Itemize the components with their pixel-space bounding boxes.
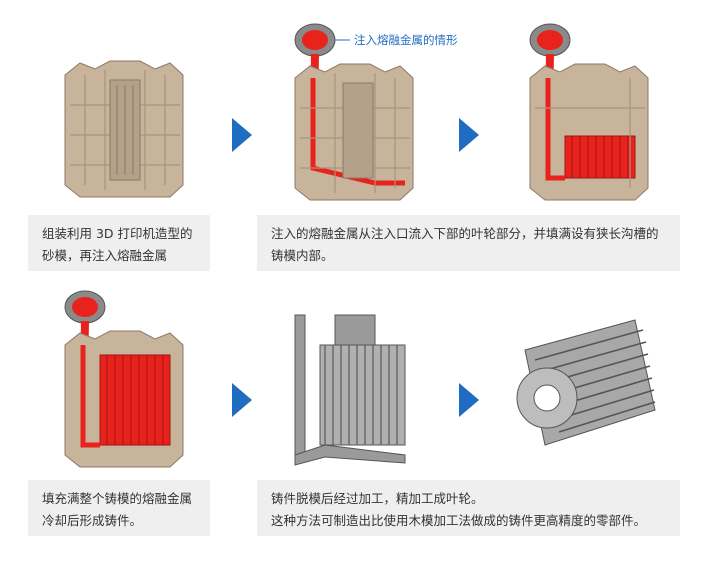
- step-4-caption: 铸件脱模后经过加工，精加工成叶轮。 这种方法可制造出比使用木模加工法做成的铸件更…: [257, 480, 680, 536]
- arrow-right-icon: [459, 383, 479, 417]
- sand-mold-figure: [64, 60, 184, 198]
- demolded-casting-figure: [294, 314, 406, 466]
- arrow-right-icon: [232, 383, 252, 417]
- cooled-casting-figure: [64, 290, 184, 468]
- arrow-right-icon: [459, 118, 479, 152]
- pouring-figure: [294, 23, 414, 201]
- finished-impeller-figure: [516, 319, 656, 446]
- step-3-caption: 填充满整个铸模的熔融金属 冷却后形成铸件。: [28, 480, 210, 536]
- filling-figure: [529, 23, 649, 201]
- step-1-caption: 组装利用 3D 打印机造型的 砂模，再注入熔融金属: [28, 215, 210, 271]
- step-2-caption: 注入的熔融金属从注入口流入下部的叶轮部分，并填满设有狭长沟槽的 铸模内部。: [257, 215, 680, 271]
- arrow-right-icon: [232, 118, 252, 152]
- callout-label: 注入熔融金属的情形: [354, 33, 458, 47]
